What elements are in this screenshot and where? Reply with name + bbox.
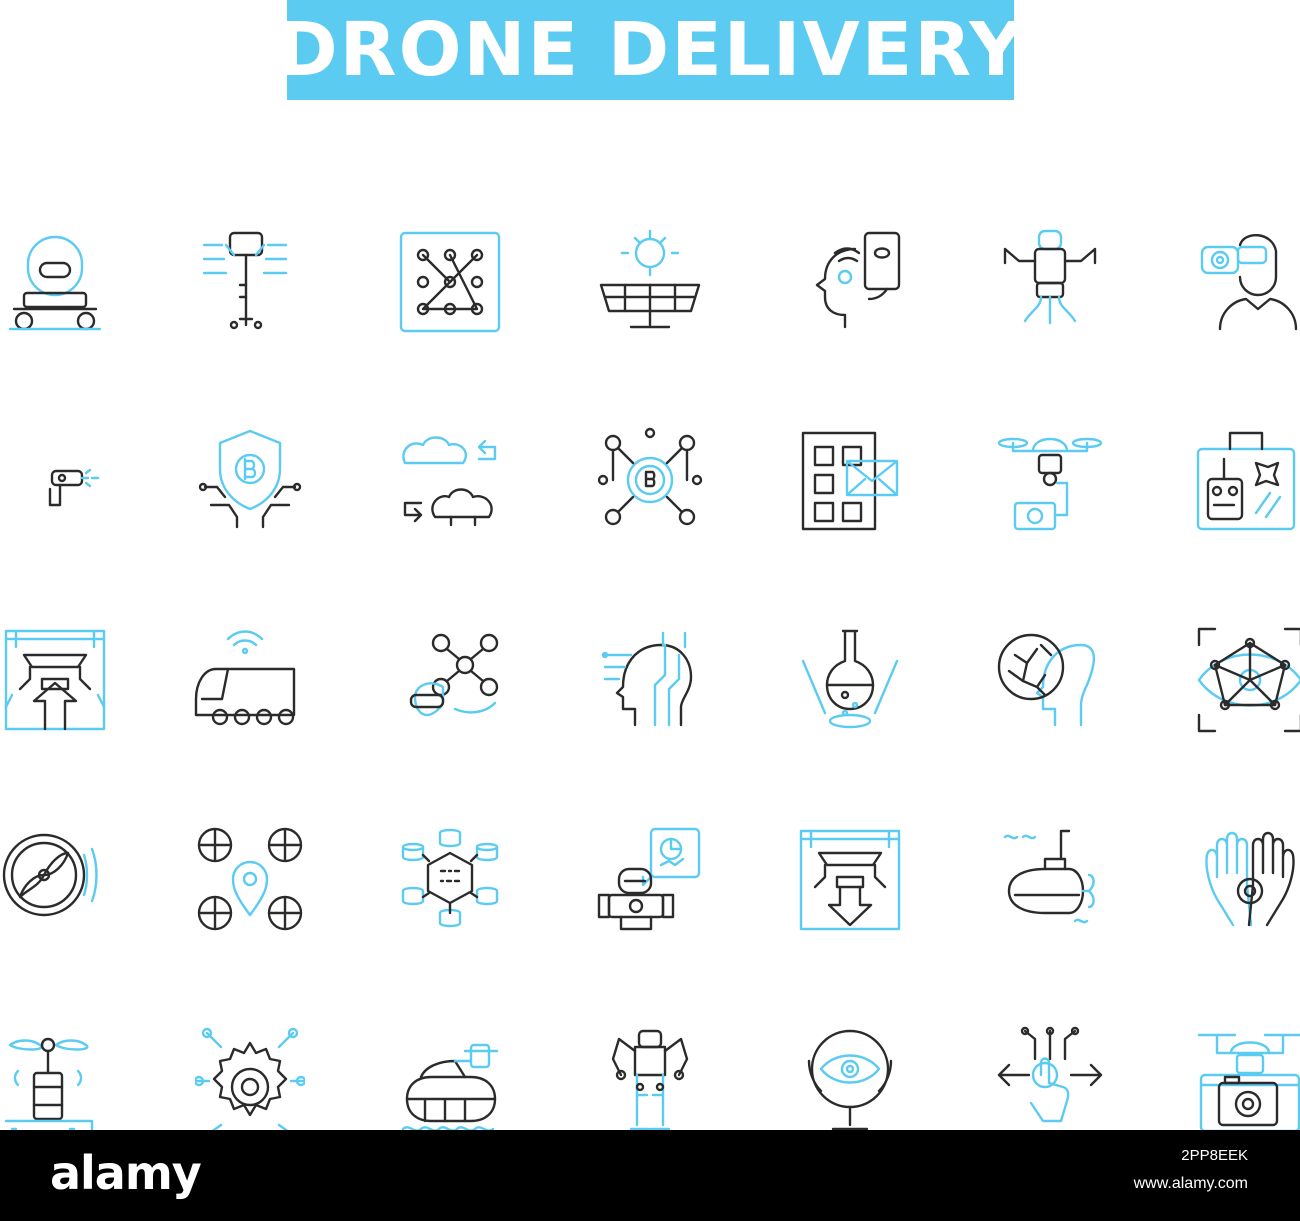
solar-panel-monitor-icon xyxy=(595,225,705,335)
digital-head-icon xyxy=(595,625,705,735)
brain-in-head-icon xyxy=(995,625,1105,735)
flask-icon xyxy=(795,625,905,735)
head-with-smartphone-icon xyxy=(795,225,905,335)
footer-url[interactable]: www.alamy.com xyxy=(1133,1175,1248,1192)
circuit-gear-icon xyxy=(195,1025,305,1135)
vr-headset-person-icon xyxy=(1190,225,1300,335)
quadcopter-location-icon xyxy=(195,825,305,935)
title-banner: DRONE DELIVERY xyxy=(276,0,1023,100)
rotor-motor-icon xyxy=(0,1025,110,1135)
amphibious-tank-icon xyxy=(395,1025,505,1135)
eye-network-scan-icon xyxy=(1195,625,1300,735)
footer-id-block: 2PP8EEK www.alamy.com xyxy=(1134,1142,1248,1198)
drone-with-photo-camera-icon xyxy=(1195,1025,1300,1135)
digital-key-icon xyxy=(190,225,300,335)
ray-gun-icon xyxy=(0,425,110,535)
robot-with-chart-icon xyxy=(595,825,705,935)
drone-with-claws-icon xyxy=(995,225,1105,335)
alamy-logo: alamy xyxy=(50,1146,202,1200)
drone-with-camera-icon xyxy=(995,425,1105,535)
image-id: 2PP8EEK xyxy=(1181,1147,1248,1164)
robotic-gripper-up-icon xyxy=(0,625,110,735)
pattern-lock-icon xyxy=(395,225,505,335)
hands-holding-gear-icon xyxy=(1195,825,1300,935)
page-title: DRONE DELIVERY xyxy=(276,7,1025,93)
bitcoin-network-icon xyxy=(595,425,705,535)
touch-arrows-icon xyxy=(995,1025,1105,1135)
document-with-envelope-icon xyxy=(795,425,905,535)
autonomous-truck-icon xyxy=(190,625,300,735)
bitcoin-shield-icon xyxy=(195,425,305,535)
robotic-gripper-down-icon xyxy=(795,825,905,935)
drone-with-vr-headset-icon xyxy=(395,625,505,735)
robot-exoskeleton-icon xyxy=(595,1025,705,1135)
submarine-icon xyxy=(995,825,1105,935)
robot-on-wheels-icon xyxy=(0,225,110,335)
icon-grid xyxy=(0,225,1300,1135)
remote-control-case-icon xyxy=(1190,425,1300,535)
propeller-icon xyxy=(0,825,110,935)
brain-clouds-icon xyxy=(395,425,505,535)
eye-mirror-icon xyxy=(795,1025,905,1135)
footer-bar: alamy 2PP8EEK www.alamy.com xyxy=(0,1130,1300,1221)
data-network-icon xyxy=(395,825,505,935)
